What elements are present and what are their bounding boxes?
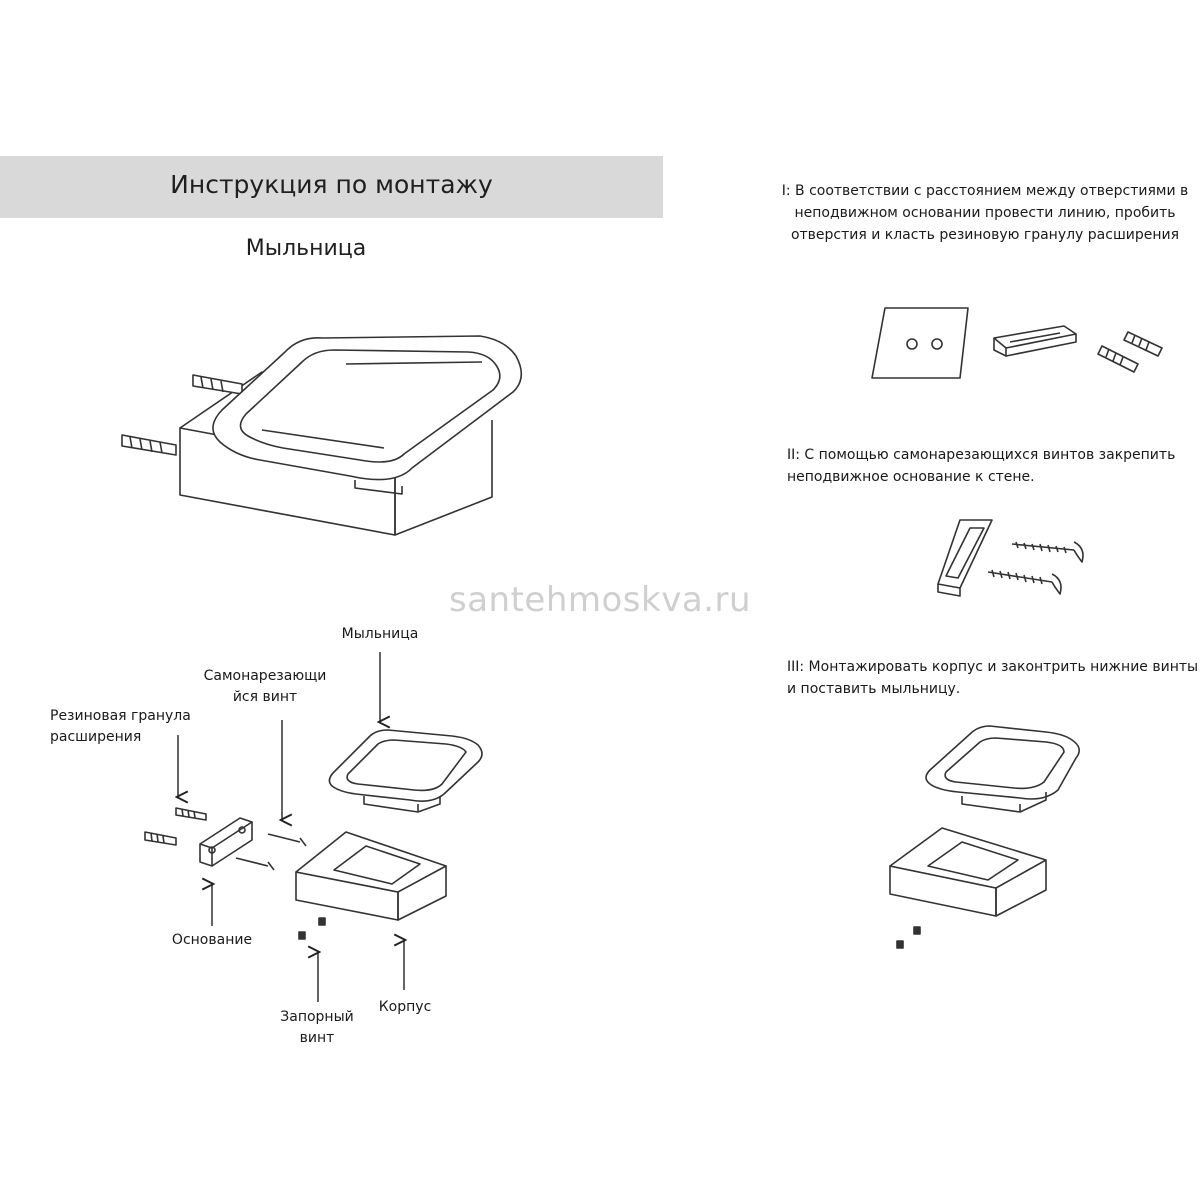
base-part [937, 519, 993, 597]
lock-screw-icon [913, 926, 921, 935]
screw-icon [987, 569, 1062, 595]
anchor-icon [1123, 331, 1163, 357]
label-anchor-line1: Резиновая гранула [50, 708, 191, 724]
step-1-line2: неподвижном основании провести линию, пр… [794, 205, 1176, 221]
step-1-line3: отверстия и класть резиновую гранулу рас… [790, 227, 1180, 243]
base-part [993, 325, 1077, 357]
page-title: Инструкция по монтажу [170, 170, 493, 199]
label-self-tapping-screw: Самонарезающи йся винт [190, 666, 340, 708]
label-body: Корпус [378, 999, 432, 1015]
step-2-line1: II: С помощью самонарезающихся винтов за… [787, 447, 1176, 463]
anchor-icon [121, 434, 177, 456]
label-lock-line2: винт [299, 1030, 335, 1046]
step-3-illustration [889, 725, 1080, 949]
step-3-text: III: Монтажировать корпус и законтрить н… [787, 656, 1200, 700]
anchor-icon [175, 807, 207, 821]
base-part [199, 817, 253, 867]
watermark: santehmoskva.ru [448, 580, 751, 620]
anchor-icon [144, 831, 177, 846]
exploded-view-illustration [144, 729, 483, 940]
hole-icon [931, 338, 943, 350]
product-title: Мыльница [245, 236, 367, 261]
step-3-line2: и поставить мыльницу. [787, 681, 961, 697]
label-base: Основание [171, 932, 253, 948]
label-screw-line1: Самонарезающи [203, 668, 327, 684]
anchor-icon [192, 374, 243, 395]
label-lock-screw: Запорный винт [262, 1007, 372, 1049]
wall-plate [871, 307, 969, 379]
soap-dish-main-illustration [121, 335, 523, 536]
label-rubber-anchor: Резиновая гранула расширения [50, 706, 210, 748]
soap-dish-part [328, 729, 483, 813]
label-soap-dish: Мыльница [341, 626, 419, 642]
step-1-illustration [871, 307, 1163, 379]
soap-dish-part [925, 725, 1080, 813]
step-2-text: II: С помощью самонарезающихся винтов за… [787, 444, 1197, 488]
anchor-icon [1097, 345, 1139, 373]
step-2-line2: неподвижное основание к стене. [787, 469, 1035, 485]
step-2-illustration [937, 519, 1084, 597]
step-1-line1: I: В соответствии с расстоянием между от… [781, 183, 1189, 199]
step-1-text: I: В соответствии с расстоянием между от… [770, 180, 1200, 246]
callout-arrows [178, 652, 404, 1002]
lock-screw-icon [896, 940, 904, 949]
label-lock-line1: Запорный [280, 1009, 354, 1025]
lock-screw-icon [298, 931, 306, 940]
screw-icon [267, 833, 307, 847]
label-screw-line2: йся винт [232, 689, 298, 705]
step-3-line1: III: Монтажировать корпус и законтрить н… [787, 659, 1199, 675]
body-part [295, 831, 447, 921]
screw-icon [235, 857, 275, 871]
lock-screw-icon [318, 917, 326, 926]
header-banner [0, 156, 663, 218]
label-anchor-line2: расширения [50, 729, 142, 745]
hole-icon [906, 338, 918, 350]
body-part [889, 827, 1047, 917]
screw-icon [1011, 541, 1084, 563]
